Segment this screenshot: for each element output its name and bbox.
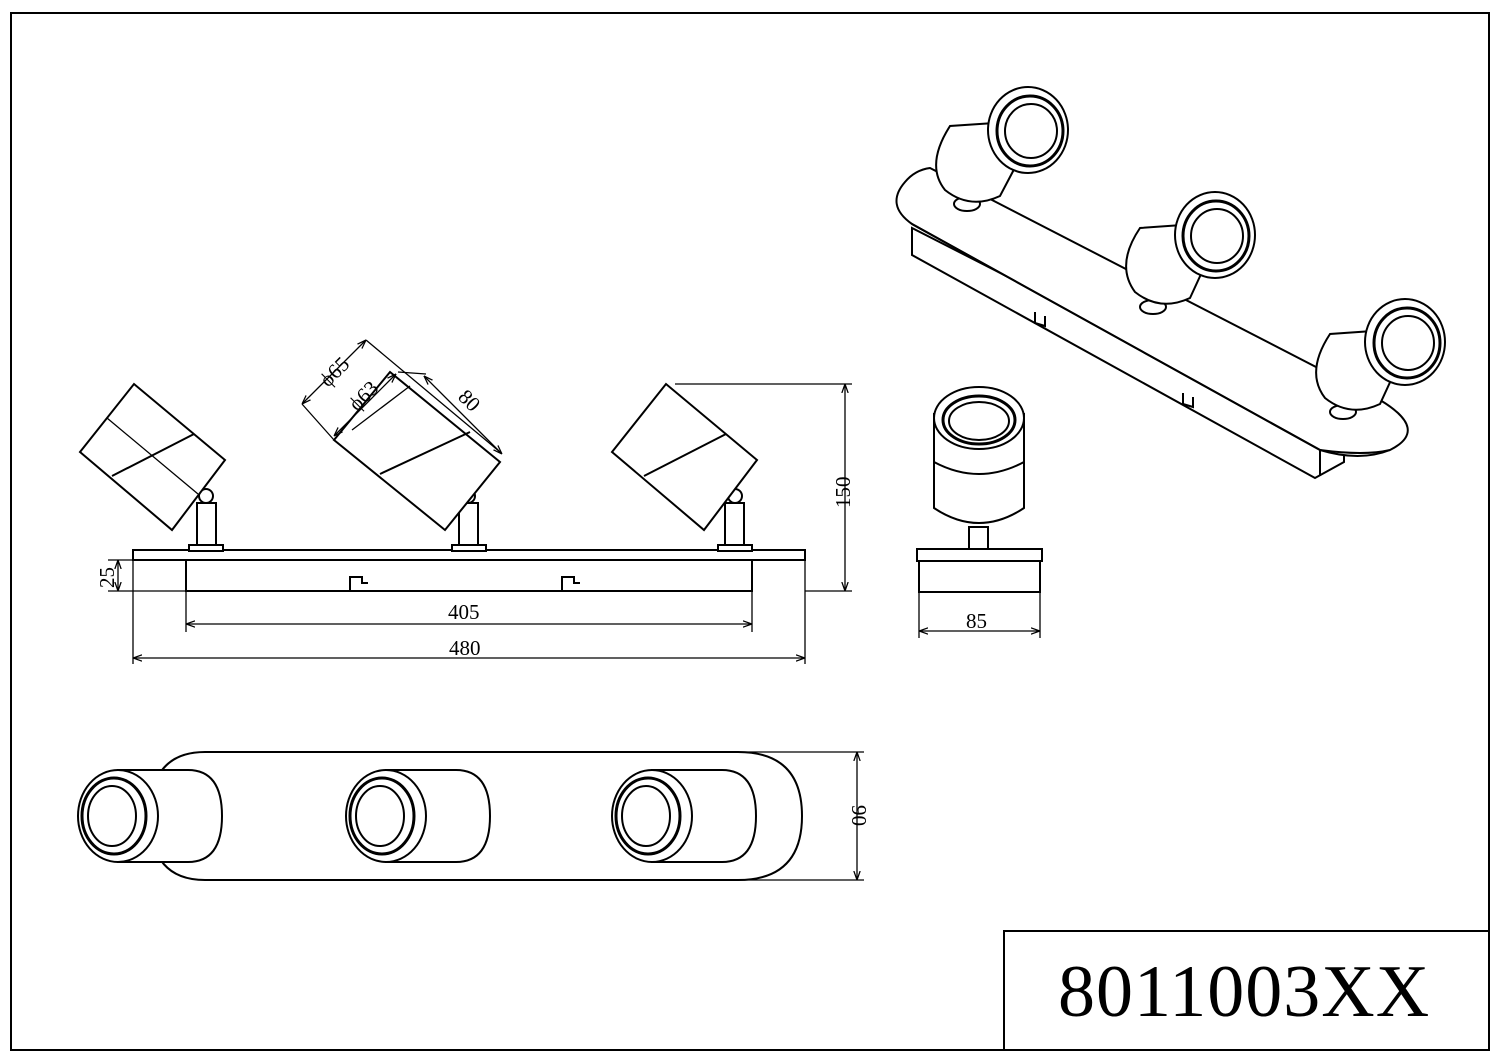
dim-line-dia65 [302, 340, 366, 404]
dim-label-150: 150 [831, 477, 855, 509]
isometric-view [895, 86, 1446, 480]
top-spot-2 [345, 769, 492, 863]
side-view: 85 [916, 386, 1043, 638]
front-view: ϕ65 ϕ63 80 150 25 405 480 [78, 340, 855, 664]
iso-spot-2 [1125, 191, 1256, 315]
top-spot-3 [611, 769, 758, 863]
dim-label-480: 480 [449, 636, 481, 660]
top-view: 90 [77, 751, 871, 881]
dim-label-25: 25 [95, 567, 119, 588]
iso-lens-3 [1372, 306, 1442, 380]
iso-spot-1 [935, 86, 1069, 212]
iso-lens-1 [995, 94, 1065, 168]
front-spot-1 [78, 382, 227, 552]
top-lens-3 [614, 776, 682, 856]
side-lens [941, 394, 1017, 446]
dim-line-dia63 [334, 374, 396, 436]
product-code: 8011003XX [1058, 951, 1430, 1033]
top-lens-2 [348, 776, 416, 856]
title-block: 8011003XX [1003, 930, 1490, 1051]
dim-line-80 [424, 376, 502, 454]
dim-label-80: 80 [453, 385, 485, 417]
front-slot-right [561, 576, 580, 591]
front-base-body [185, 559, 753, 592]
page-border [10, 12, 1490, 1051]
dim-label-85: 85 [966, 609, 987, 633]
front-spot-3 [610, 382, 759, 552]
iso-spot-3 [1315, 298, 1446, 420]
dim-label-405: 405 [448, 600, 480, 624]
top-lens-1 [80, 776, 148, 856]
dim-label-90: 90 [847, 805, 871, 826]
iso-lens-2 [1181, 199, 1251, 273]
front-slot-left [349, 576, 368, 591]
top-spot-1 [77, 769, 224, 863]
